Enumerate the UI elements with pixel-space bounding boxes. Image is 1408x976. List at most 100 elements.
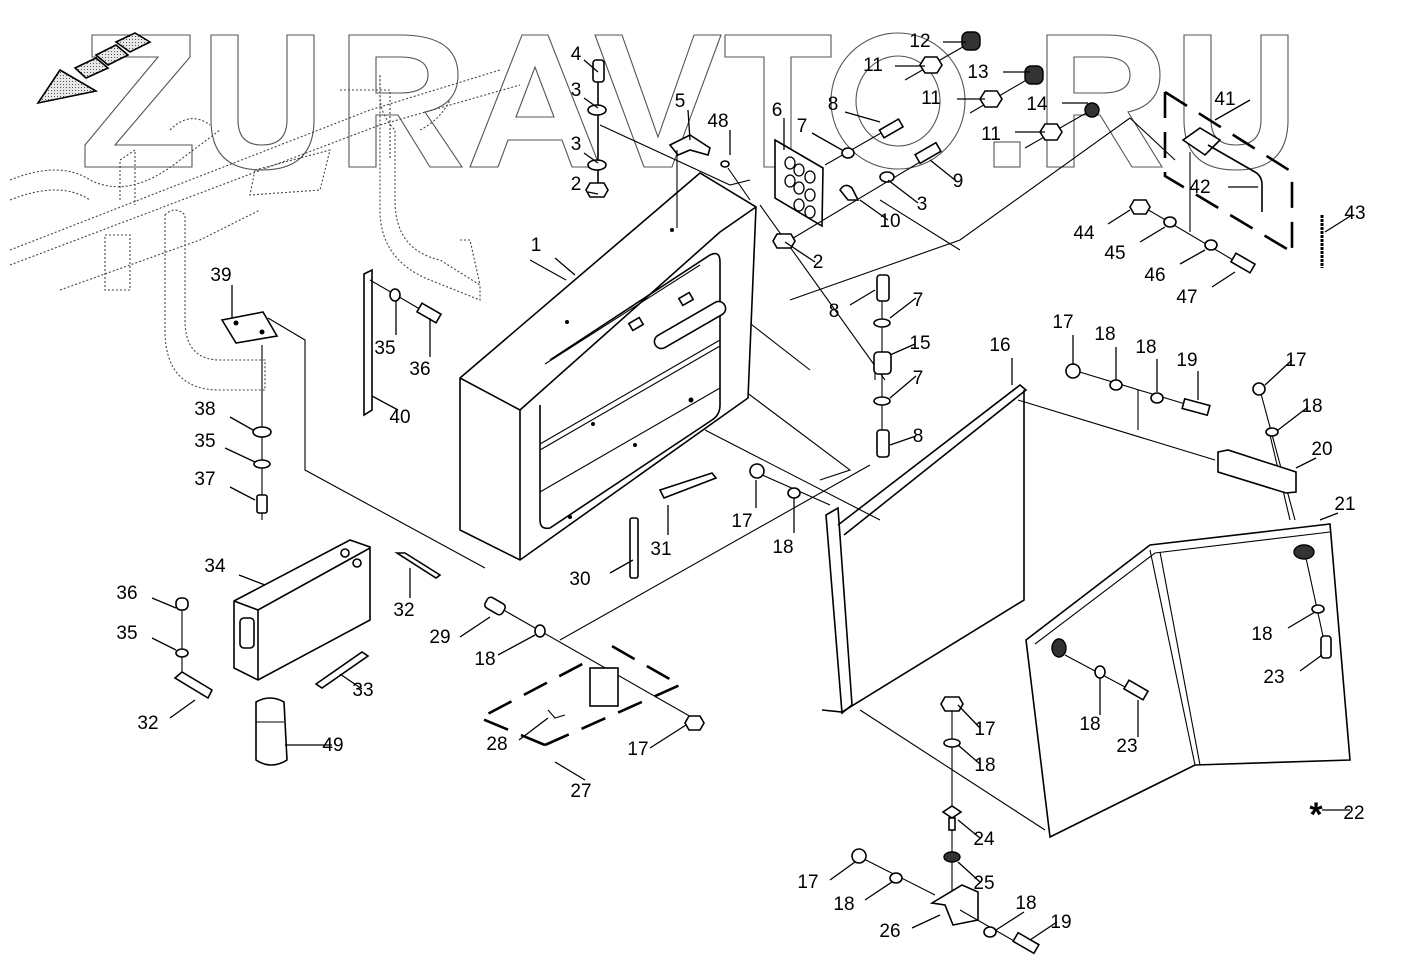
callout-number: 22 bbox=[1343, 803, 1364, 824]
leader-line bbox=[587, 191, 599, 195]
leader-line bbox=[929, 159, 956, 181]
leader-line bbox=[459, 616, 491, 638]
callout-number: 3 bbox=[571, 80, 582, 101]
callout-number: 2 bbox=[813, 252, 824, 273]
leader-line bbox=[1179, 249, 1206, 265]
watermark bbox=[84, 32, 1289, 171]
callout-number: 38 bbox=[194, 399, 215, 420]
callout-number: 8 bbox=[913, 426, 924, 447]
battery-34 bbox=[233, 539, 371, 681]
callout-number: 39 bbox=[210, 265, 231, 286]
callout-2: 2 bbox=[784, 241, 824, 273]
strap-40 bbox=[363, 268, 443, 417]
callout-40: 40 bbox=[371, 395, 411, 428]
leader-line bbox=[957, 861, 981, 883]
callout-number: 47 bbox=[1176, 287, 1197, 308]
leader-line bbox=[583, 59, 599, 73]
callout-35: 35 bbox=[194, 431, 256, 463]
callout-10: 10 bbox=[859, 199, 901, 232]
leader-line bbox=[957, 744, 981, 765]
leader-line bbox=[864, 881, 893, 901]
callout-number: 13 bbox=[967, 62, 988, 83]
callout-number: 46 bbox=[1144, 265, 1165, 286]
callout-number: 11 bbox=[921, 88, 941, 109]
callout-number: 18 bbox=[1015, 893, 1036, 914]
callout-17: 17 bbox=[627, 724, 687, 760]
callout-13: 13 bbox=[967, 62, 1030, 83]
fastener-group-44-47 bbox=[1129, 199, 1257, 274]
callout-11: 11 bbox=[863, 55, 925, 76]
leader-line bbox=[583, 97, 599, 109]
leader-line bbox=[1319, 512, 1339, 521]
leader-line bbox=[1107, 209, 1131, 225]
callout-43: 43 bbox=[1324, 203, 1366, 233]
callout-18: 18 bbox=[957, 744, 996, 776]
callout-7: 7 bbox=[797, 116, 843, 151]
leader-line bbox=[687, 109, 691, 141]
callout-number: 16 bbox=[989, 335, 1010, 356]
callout-47: 47 bbox=[1176, 271, 1236, 308]
callout-18: 18 bbox=[1094, 324, 1117, 380]
callout-18: 18 bbox=[1277, 396, 1323, 431]
callout-number: 21 bbox=[1334, 494, 1355, 515]
leader-line bbox=[784, 241, 816, 263]
callout-29: 29 bbox=[429, 616, 491, 648]
callout-7: 7 bbox=[889, 290, 924, 319]
leader-line bbox=[995, 911, 1025, 931]
bracket-5 bbox=[668, 134, 711, 228]
callout-number: 7 bbox=[797, 116, 808, 137]
leader-line bbox=[371, 395, 399, 411]
assembly-lines bbox=[267, 117, 1291, 831]
callout-number: 49 bbox=[322, 735, 343, 756]
callout-17: 17 bbox=[1264, 350, 1307, 386]
callout-number: 2 bbox=[571, 174, 582, 195]
leader-line bbox=[497, 634, 536, 656]
callout-number: 20 bbox=[1311, 439, 1332, 460]
callout-14: 14 bbox=[1026, 94, 1088, 115]
callout-7: 7 bbox=[889, 368, 923, 399]
callout-19: 19 bbox=[1176, 350, 1199, 400]
callout-number: 18 bbox=[974, 755, 995, 776]
callout-31: 31 bbox=[650, 505, 672, 560]
callout-number: 5 bbox=[675, 91, 686, 112]
callout-45: 45 bbox=[1104, 226, 1166, 264]
callout-number: 29 bbox=[429, 627, 450, 648]
callout-number: 18 bbox=[833, 894, 854, 915]
callout-18: 18 bbox=[1251, 611, 1316, 645]
grommet-plate-6 bbox=[774, 138, 824, 228]
callout-number: 17 bbox=[1052, 312, 1073, 333]
callout-15: 15 bbox=[889, 333, 931, 356]
callout-number: 19 bbox=[1176, 350, 1197, 371]
callout-11: 11 bbox=[981, 124, 1045, 145]
callout-3: 3 bbox=[571, 134, 599, 164]
strip-30 bbox=[629, 517, 639, 579]
callout-36: 36 bbox=[116, 583, 177, 609]
callout-23: 23 bbox=[1263, 654, 1323, 688]
callout-number: 18 bbox=[1135, 337, 1156, 358]
callout-number: 30 bbox=[569, 569, 590, 590]
callout-18: 18 bbox=[772, 498, 795, 558]
fastener-group-11-14 bbox=[904, 31, 1100, 149]
leader-line bbox=[1214, 99, 1251, 121]
callout-8: 8 bbox=[829, 289, 876, 322]
leader-line bbox=[169, 699, 196, 719]
callout-49: 49 bbox=[285, 735, 344, 756]
leader-line bbox=[609, 559, 634, 574]
leader-line bbox=[583, 152, 599, 164]
callout-number: 7 bbox=[913, 290, 924, 311]
kit-41-dashed-frame bbox=[1163, 90, 1294, 254]
callout-1: 1 bbox=[531, 235, 576, 276]
strip-31 bbox=[658, 472, 718, 500]
callout-number: 23 bbox=[1263, 667, 1284, 688]
callout-30: 30 bbox=[569, 559, 634, 590]
cover-21 bbox=[1025, 523, 1351, 839]
leader-line bbox=[518, 717, 549, 741]
callout-18: 18 bbox=[995, 893, 1037, 931]
leader-line bbox=[1324, 214, 1353, 233]
fastener-group-7-8-9-10 bbox=[772, 117, 942, 249]
leader-line bbox=[889, 297, 917, 319]
callout-17: 17 bbox=[797, 861, 856, 893]
leader-line bbox=[1211, 271, 1236, 288]
callout-number: 8 bbox=[828, 94, 839, 115]
